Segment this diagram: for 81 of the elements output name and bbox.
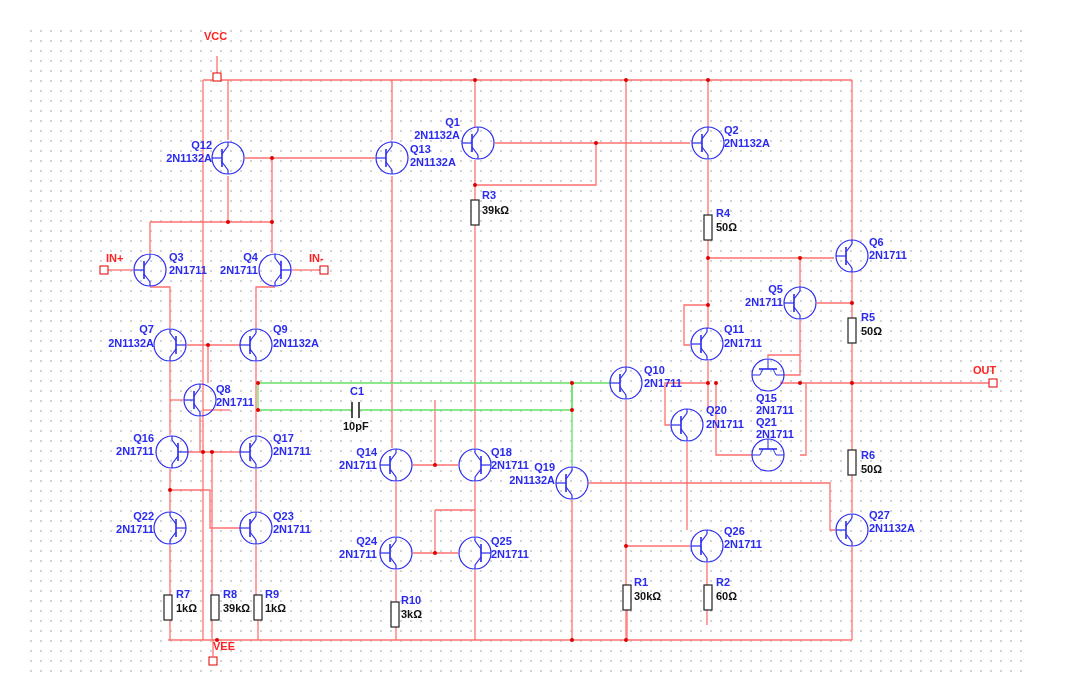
component-value: 60Ω <box>716 590 738 602</box>
part-number: 2N1711 <box>706 418 744 430</box>
component-designator: Q18 <box>491 446 512 458</box>
component-designator: R8 <box>223 588 238 600</box>
component-designator: R1 <box>634 576 649 588</box>
component-designator: R2 <box>716 576 731 588</box>
component-value: 50Ω <box>716 221 738 233</box>
component-designator: Q2 <box>724 124 739 136</box>
part-number: 2N1711 <box>273 523 311 535</box>
component-value: 30kΩ <box>634 590 662 602</box>
component-designator: Q21 <box>756 416 777 428</box>
component-designator: Q27 <box>869 509 890 521</box>
part-number: 2N1132A <box>166 152 212 164</box>
component-designator: Q16 <box>133 432 154 444</box>
component-designator: R3 <box>482 189 497 201</box>
part-number: 2N1711 <box>339 548 377 560</box>
part-number: 2N1711 <box>724 538 762 550</box>
component-designator: Q12 <box>191 139 212 151</box>
component-designator: Q3 <box>169 251 184 263</box>
component-designator: Q24 <box>356 535 377 547</box>
part-number: 2N1132A <box>869 522 915 534</box>
component-designator: Q17 <box>273 432 294 444</box>
component-designator: Q5 <box>768 283 783 295</box>
component-value: 39kΩ <box>223 602 251 614</box>
component-designator: Q11 <box>724 323 745 335</box>
part-number: 2N1711 <box>644 377 682 389</box>
component-designator: Q7 <box>139 323 154 335</box>
component-designator: Q20 <box>706 404 727 416</box>
port-label: IN- <box>309 252 324 264</box>
part-number: 2N1711 <box>756 404 794 416</box>
component-designator: Q19 <box>534 461 555 473</box>
component-value: 3kΩ <box>401 608 423 620</box>
component-designator: Q8 <box>216 383 231 395</box>
part-number: 2N1711 <box>491 459 529 471</box>
component-value: 10pF <box>343 420 369 432</box>
part-number: 2N1711 <box>116 445 154 457</box>
part-number: 2N1711 <box>169 264 207 276</box>
component-designator: Q6 <box>869 236 884 248</box>
part-number: 2N1132A <box>414 129 460 141</box>
component-designator: R6 <box>861 449 876 461</box>
component-designator: R7 <box>176 588 191 600</box>
part-number: 2N1711 <box>220 264 258 276</box>
part-number: 2N1132A <box>724 137 770 149</box>
component-designator: Q13 <box>410 143 431 155</box>
component-designator: Q15 <box>756 392 777 404</box>
component-value: 50Ω <box>861 463 883 475</box>
component-designator: Q22 <box>133 510 154 522</box>
port-label: IN+ <box>106 252 124 264</box>
component-designator: Q14 <box>356 446 377 458</box>
part-number: 2N1132A <box>273 337 319 349</box>
component-designator: R4 <box>716 207 731 219</box>
part-number: 2N1711 <box>745 296 783 308</box>
part-number: 2N1711 <box>116 523 154 535</box>
component-designator: C1 <box>350 385 365 397</box>
component-value: 39kΩ <box>482 204 510 216</box>
component-designator: Q9 <box>273 323 288 335</box>
part-number: 2N1711 <box>724 337 762 349</box>
port-label: VCC <box>204 30 228 42</box>
part-number: 2N1711 <box>869 249 907 261</box>
part-number: 2N1711 <box>216 396 254 408</box>
component-designator: Q26 <box>724 525 745 537</box>
port-label: VEE <box>213 640 235 652</box>
part-number: 2N1711 <box>339 459 377 471</box>
component-designator: R9 <box>265 588 280 600</box>
component-value: 50Ω <box>861 325 883 337</box>
component-designator: Q4 <box>243 251 258 263</box>
part-number: 2N1132A <box>108 337 154 349</box>
component-designator: R10 <box>401 594 422 606</box>
component-designator: Q10 <box>644 364 665 376</box>
component-designator: Q1 <box>445 116 460 128</box>
part-number: 2N1132A <box>509 474 555 486</box>
component-value: 1kΩ <box>176 602 198 614</box>
port-label: OUT <box>973 364 997 376</box>
part-number: 2N1711 <box>756 428 794 440</box>
part-number: 2N1711 <box>273 445 311 457</box>
part-number: 2N1132A <box>410 156 456 168</box>
component-value: 1kΩ <box>265 602 287 614</box>
component-designator: R5 <box>861 311 876 323</box>
component-designator: Q25 <box>491 535 512 547</box>
component-designator: Q23 <box>273 510 294 522</box>
part-number: 2N1711 <box>491 548 529 560</box>
